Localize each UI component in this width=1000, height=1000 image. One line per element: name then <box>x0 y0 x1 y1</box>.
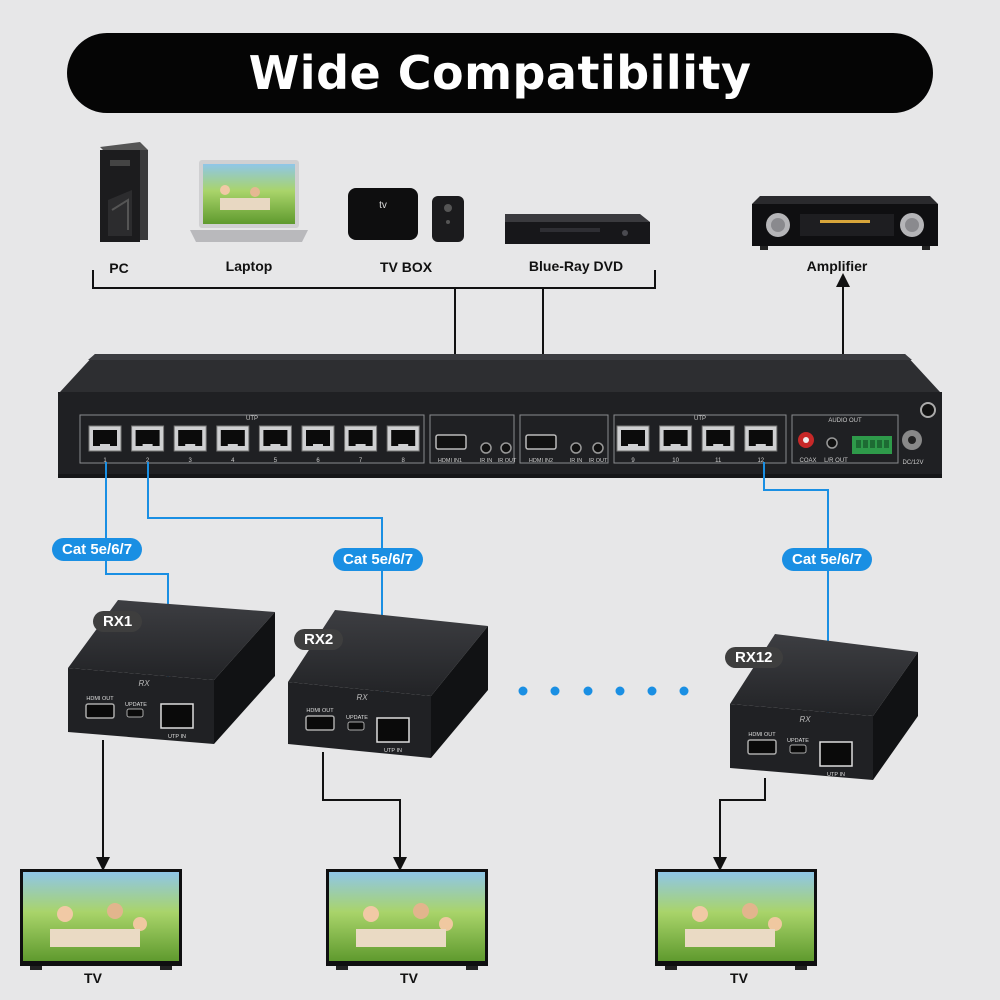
ellipsis-dots <box>518 686 689 696</box>
utp-port-8 <box>386 425 420 452</box>
dvd-player-icon <box>505 214 650 244</box>
utp-port-6 <box>301 425 335 452</box>
ir-jacks-1 <box>480 442 512 454</box>
utp-port-number-12: 12 <box>757 458 764 464</box>
utp-port-9 <box>616 425 650 452</box>
pc-tower-icon <box>100 142 148 242</box>
rx1-update-label: UPDATE <box>125 702 147 708</box>
utp-port-number-4: 4 <box>231 458 235 464</box>
rj45-ports-left: 1 2 3 4 5 6 7 8 <box>88 425 420 464</box>
utp-port-number-5: 5 <box>274 458 278 464</box>
hdmi-extender-unit <box>58 354 942 478</box>
tv-icon <box>20 869 182 970</box>
tv-displays <box>20 869 817 970</box>
rx12-badge: RX12 <box>725 647 783 668</box>
rx2-hdmi-out-label: HDMI OUT <box>306 708 334 714</box>
audio-terminal-block <box>852 436 892 454</box>
rx1-badge: RX1 <box>93 611 143 632</box>
utp-port-number-6: 6 <box>316 458 320 464</box>
page-title: Wide Compatibility <box>248 46 752 100</box>
utp-port-number-9: 9 <box>631 458 635 464</box>
dc-label: DC/12V <box>902 460 923 466</box>
utp-port-number-10: 10 <box>672 458 679 464</box>
svg-text:tv: tv <box>379 200 387 211</box>
rx12-utp-in-label: UTP IN <box>827 772 845 778</box>
coax-label: COAX <box>799 458 816 464</box>
utp-port-number-11: 11 <box>715 458 722 464</box>
source-label-dvd: Blue-Ray DVD <box>528 258 624 274</box>
ground-screw-icon <box>920 402 936 418</box>
tv-label-3: TV <box>730 970 748 986</box>
lr-out-label: L/R OUT <box>824 458 848 464</box>
lr-out-jack <box>826 437 838 449</box>
rx2-badge: RX2 <box>294 629 344 650</box>
rx12-brand: RX <box>799 715 811 724</box>
receiver-rx2: HDMI OUT UPDATE UTP IN RX <box>288 610 488 758</box>
rx1-brand: RX <box>138 679 150 688</box>
utp-port-7 <box>344 425 378 452</box>
receiver-rx1: HDMI OUT UPDATE UTP IN RX <box>68 600 275 744</box>
source-label-tv-box: TV BOX <box>379 259 433 275</box>
hdmi-in2-label: HDMI IN2 <box>529 458 553 464</box>
tv-label-1: TV <box>84 970 102 986</box>
rx2-utp-in-label: UTP IN <box>384 748 402 754</box>
coax-jack <box>798 432 814 448</box>
ir-in-label-1: IR IN <box>480 458 493 464</box>
cable-label-2: Cat 5e/6/7 <box>333 548 424 571</box>
amplifier-label: Amplifier <box>806 258 868 274</box>
utp-port-number-2: 2 <box>146 458 150 464</box>
rx12-hdmi-out-label: HDMI OUT <box>748 732 776 738</box>
tv-icon <box>326 869 488 970</box>
rx12-update-label: UPDATE <box>787 738 809 744</box>
tv-icon <box>655 869 817 970</box>
cable-label-12: Cat 5e/6/7 <box>782 548 873 571</box>
utp-port-number-8: 8 <box>402 458 406 464</box>
hdmi-in1-label: HDMI IN1 <box>438 458 462 464</box>
tv-output-lines <box>96 740 766 871</box>
tv-box-icon: tv <box>348 188 464 242</box>
utp-port-number-3: 3 <box>189 458 193 464</box>
hdmi-in1-port <box>435 434 467 450</box>
amplifier-icon <box>752 196 938 250</box>
utp-port-3 <box>173 425 207 452</box>
ir-out-label-2: IR OUT <box>589 458 608 464</box>
rx2-update-label: UPDATE <box>346 715 368 721</box>
utp-port-4 <box>216 425 250 452</box>
utp-port-2 <box>131 425 165 452</box>
rx2-brand: RX <box>356 693 368 702</box>
utp-label-right: UTP <box>694 416 706 422</box>
source-label-laptop: Laptop <box>225 258 273 274</box>
source-label-pc: PC <box>109 260 129 276</box>
utp-port-5 <box>258 425 292 452</box>
audio-out-label: AUDIO OUT <box>828 418 862 424</box>
rx1-utp-in-label: UTP IN <box>168 734 186 740</box>
tv-label-2: TV <box>400 970 418 986</box>
cable-label-1: Cat 5e/6/7 <box>52 538 143 561</box>
hdmi-in2-port <box>525 434 557 450</box>
rj45-ports-right: 9 10 11 12 <box>616 425 778 464</box>
utp-port-number-7: 7 <box>359 458 363 464</box>
rx1-hdmi-out-label: HDMI OUT <box>86 696 114 702</box>
laptop-icon <box>190 160 308 242</box>
utp-port-1 <box>88 425 122 452</box>
ir-jacks-2 <box>570 442 604 454</box>
utp-port-number-1: 1 <box>103 458 107 464</box>
utp-port-10 <box>659 425 693 452</box>
dc-power-jack <box>902 430 922 450</box>
title-banner: Wide Compatibility <box>67 33 933 113</box>
utp-port-12 <box>744 425 778 452</box>
utp-label-left: UTP <box>246 416 258 422</box>
ir-in-label-2: IR IN <box>570 458 583 464</box>
ir-out-label-1: IR OUT <box>498 458 517 464</box>
utp-port-11 <box>701 425 735 452</box>
